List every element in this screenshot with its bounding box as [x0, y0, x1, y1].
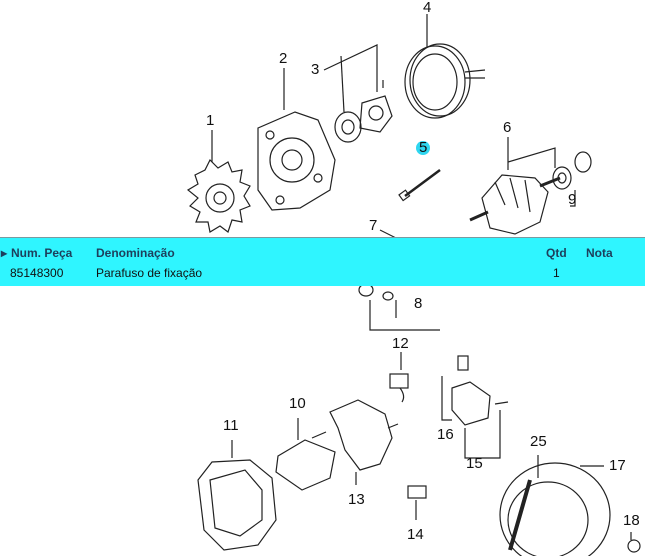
callout-18[interactable]: 18 — [623, 512, 640, 529]
quantity-value: 1 — [553, 266, 560, 280]
tooltip-header-row: ▸ Num. Peça Denominação Qtd Nota — [0, 246, 645, 264]
callout-5-hotspot[interactable] — [416, 141, 430, 155]
part-9-bearing[interactable] — [552, 151, 592, 190]
callout-2[interactable]: 2 — [279, 50, 288, 67]
part-1-fan[interactable] — [186, 158, 251, 233]
callout-16[interactable]: 16 — [437, 426, 454, 443]
part-3-bearing[interactable] — [334, 80, 393, 143]
callout-7[interactable]: 7 — [369, 217, 378, 234]
part-17-alternator[interactable] — [499, 455, 611, 556]
callout-25[interactable]: 25 — [530, 433, 547, 450]
tooltip-data-row: 85148300 Parafuso de fixação 1 — [0, 266, 645, 284]
header-arrow-icon: ▸ — [1, 246, 8, 260]
part-13-rectifier[interactable] — [329, 399, 399, 485]
part-18-nut[interactable] — [627, 532, 641, 553]
part-number-value: 85148300 — [10, 266, 64, 280]
callout-9[interactable]: 9 — [568, 191, 577, 208]
part-8-nut[interactable] — [358, 283, 394, 301]
callout-14[interactable]: 14 — [407, 526, 424, 543]
part-4-stator[interactable] — [404, 43, 486, 119]
callout-6[interactable]: 6 — [503, 119, 512, 136]
part-14-clip[interactable] — [407, 485, 427, 520]
part-5-bolt[interactable] — [398, 168, 441, 202]
callout-13[interactable]: 13 — [348, 491, 365, 508]
part-info-tooltip: ▸ Num. Peça Denominação Qtd Nota 8514830… — [0, 237, 645, 286]
header-quantity: Qtd — [546, 246, 567, 260]
callout-1[interactable]: 1 — [206, 112, 215, 129]
header-note: Nota — [586, 246, 613, 260]
callout-8[interactable]: 8 — [414, 295, 423, 312]
description-value: Parafuso de fixação — [96, 266, 203, 280]
callout-4[interactable]: 4 — [423, 0, 432, 16]
part-15-regulator[interactable] — [441, 355, 509, 459]
part-11-cover[interactable] — [197, 440, 277, 551]
callout-17[interactable]: 17 — [609, 457, 626, 474]
part-6-rotor[interactable] — [469, 174, 561, 235]
callout-11[interactable]: 11 — [223, 417, 239, 434]
header-part-number: Num. Peça — [11, 246, 73, 260]
part-12-brush[interactable] — [389, 352, 409, 403]
part-10-board[interactable] — [275, 418, 336, 491]
header-description: Denominação — [96, 246, 175, 260]
callout-15[interactable]: 15 — [466, 455, 483, 472]
callout-12[interactable]: 12 — [392, 335, 409, 352]
callout-10[interactable]: 10 — [289, 395, 306, 412]
part-2-housing[interactable] — [257, 111, 336, 211]
callout-5[interactable]: 5 — [419, 139, 428, 156]
callout-3[interactable]: 3 — [311, 61, 320, 78]
